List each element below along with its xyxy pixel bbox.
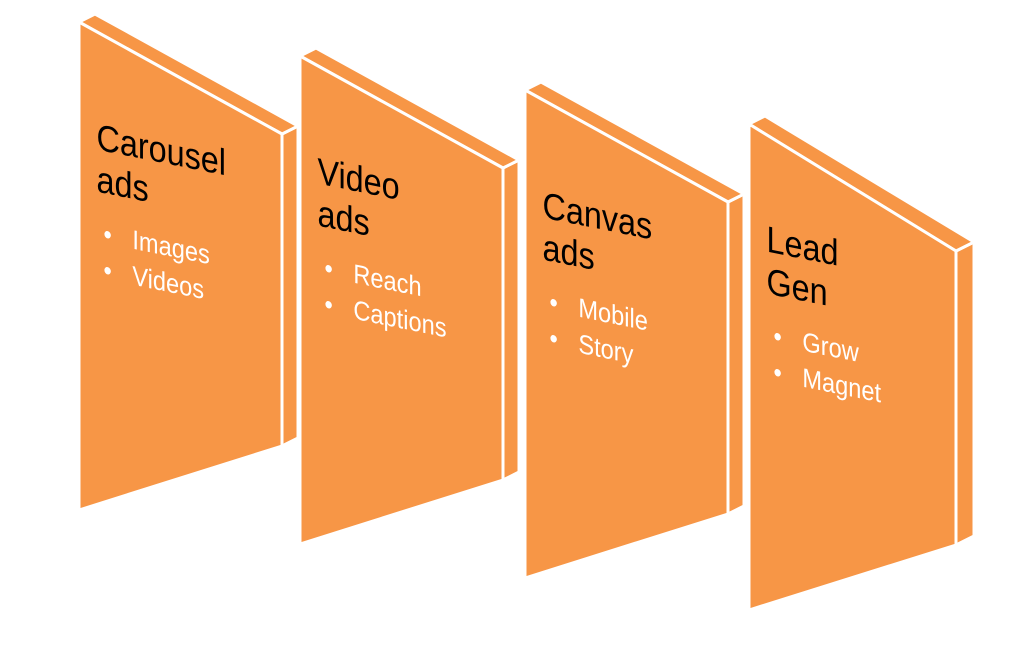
bullet-glyph: • xyxy=(774,322,782,353)
panel-side xyxy=(954,240,976,547)
bullet-glyph: • xyxy=(550,324,558,355)
bullet-glyph: • xyxy=(104,256,112,287)
panel-canvas-ads: Canvas ads • Mobile • Story xyxy=(523,80,746,580)
panel-carousel-ads: Carousel ads • Images • Videos xyxy=(77,12,300,512)
bullet-glyph: • xyxy=(774,358,782,389)
panel-face xyxy=(298,54,505,546)
panel-video-ads: Video ads • Reach • Captions xyxy=(298,46,521,546)
bullet-glyph: • xyxy=(104,220,112,251)
panel-face xyxy=(523,88,730,580)
bullet-glyph: • xyxy=(325,290,333,321)
bullet-glyph: • xyxy=(325,254,333,285)
panel-face xyxy=(747,122,958,612)
panel-side xyxy=(726,192,746,516)
panel-lead-gen: Lead Gen • Grow • Magnet xyxy=(747,114,976,612)
bullet-glyph: • xyxy=(550,288,558,319)
panel-face xyxy=(77,20,284,512)
panel-side xyxy=(280,124,300,448)
panel-side xyxy=(501,158,521,482)
